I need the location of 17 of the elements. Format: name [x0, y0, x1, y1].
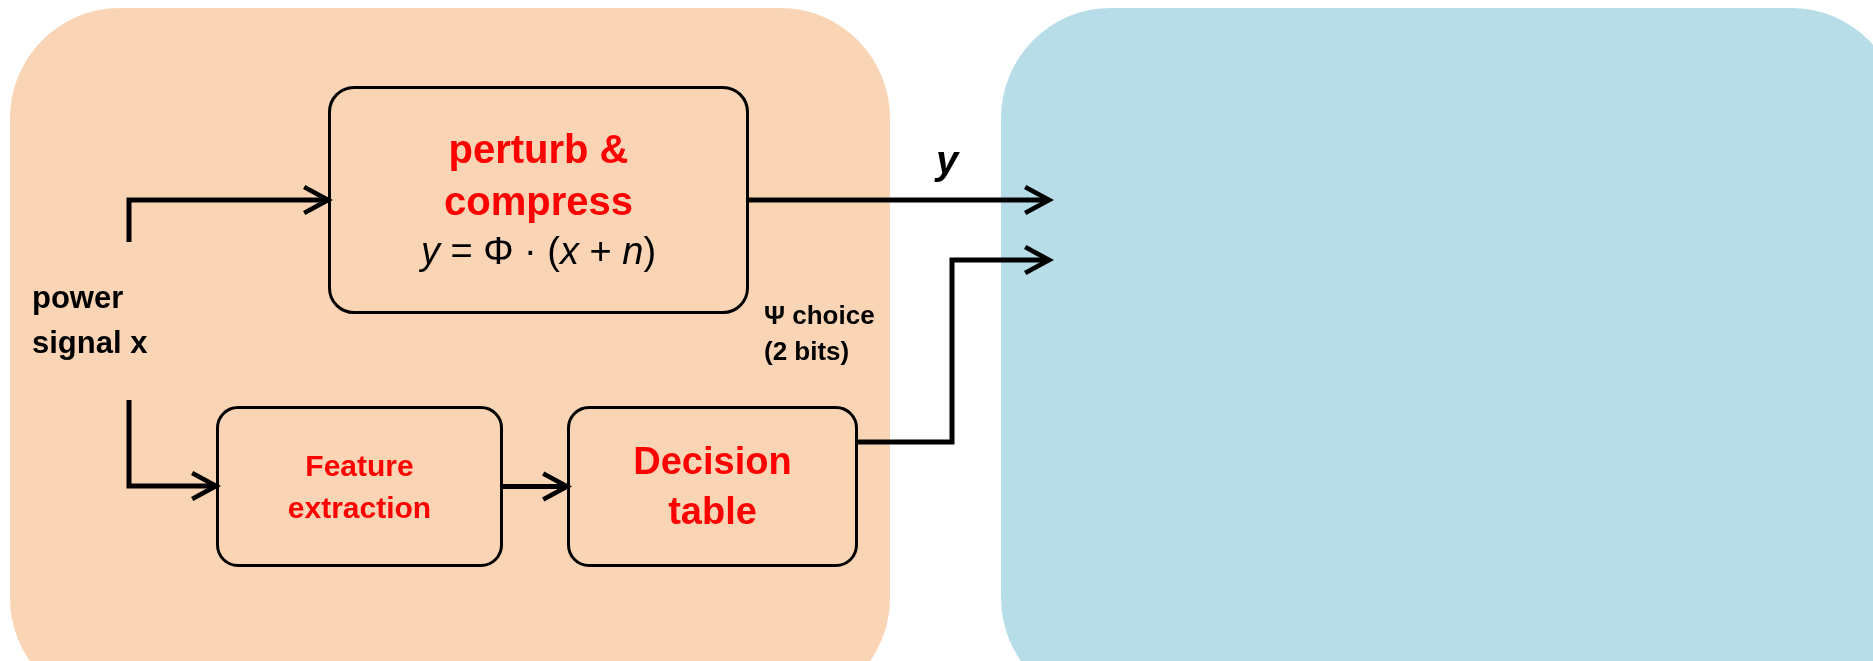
panel-background: [1001, 8, 1873, 661]
process-box: [567, 406, 858, 567]
arrow: [126, 184, 331, 242]
edge-label: y: [933, 137, 961, 184]
arrow: [749, 184, 1052, 216]
box-title: power signal x: [31, 279, 149, 362]
process-box: [216, 406, 503, 567]
formula: y = Φ · (x + n): [418, 229, 658, 275]
edge-label: Ψ choice (2 bits): [764, 299, 876, 369]
arrow: [503, 471, 570, 502]
arrow: [858, 244, 1052, 445]
box-title: Feature extraction: [286, 447, 433, 526]
arrow: [126, 400, 219, 502]
box-title: perturb & compress: [443, 126, 634, 226]
process-box: [328, 86, 749, 314]
panel-background: [10, 8, 890, 661]
box-title: Decision table: [632, 439, 793, 534]
